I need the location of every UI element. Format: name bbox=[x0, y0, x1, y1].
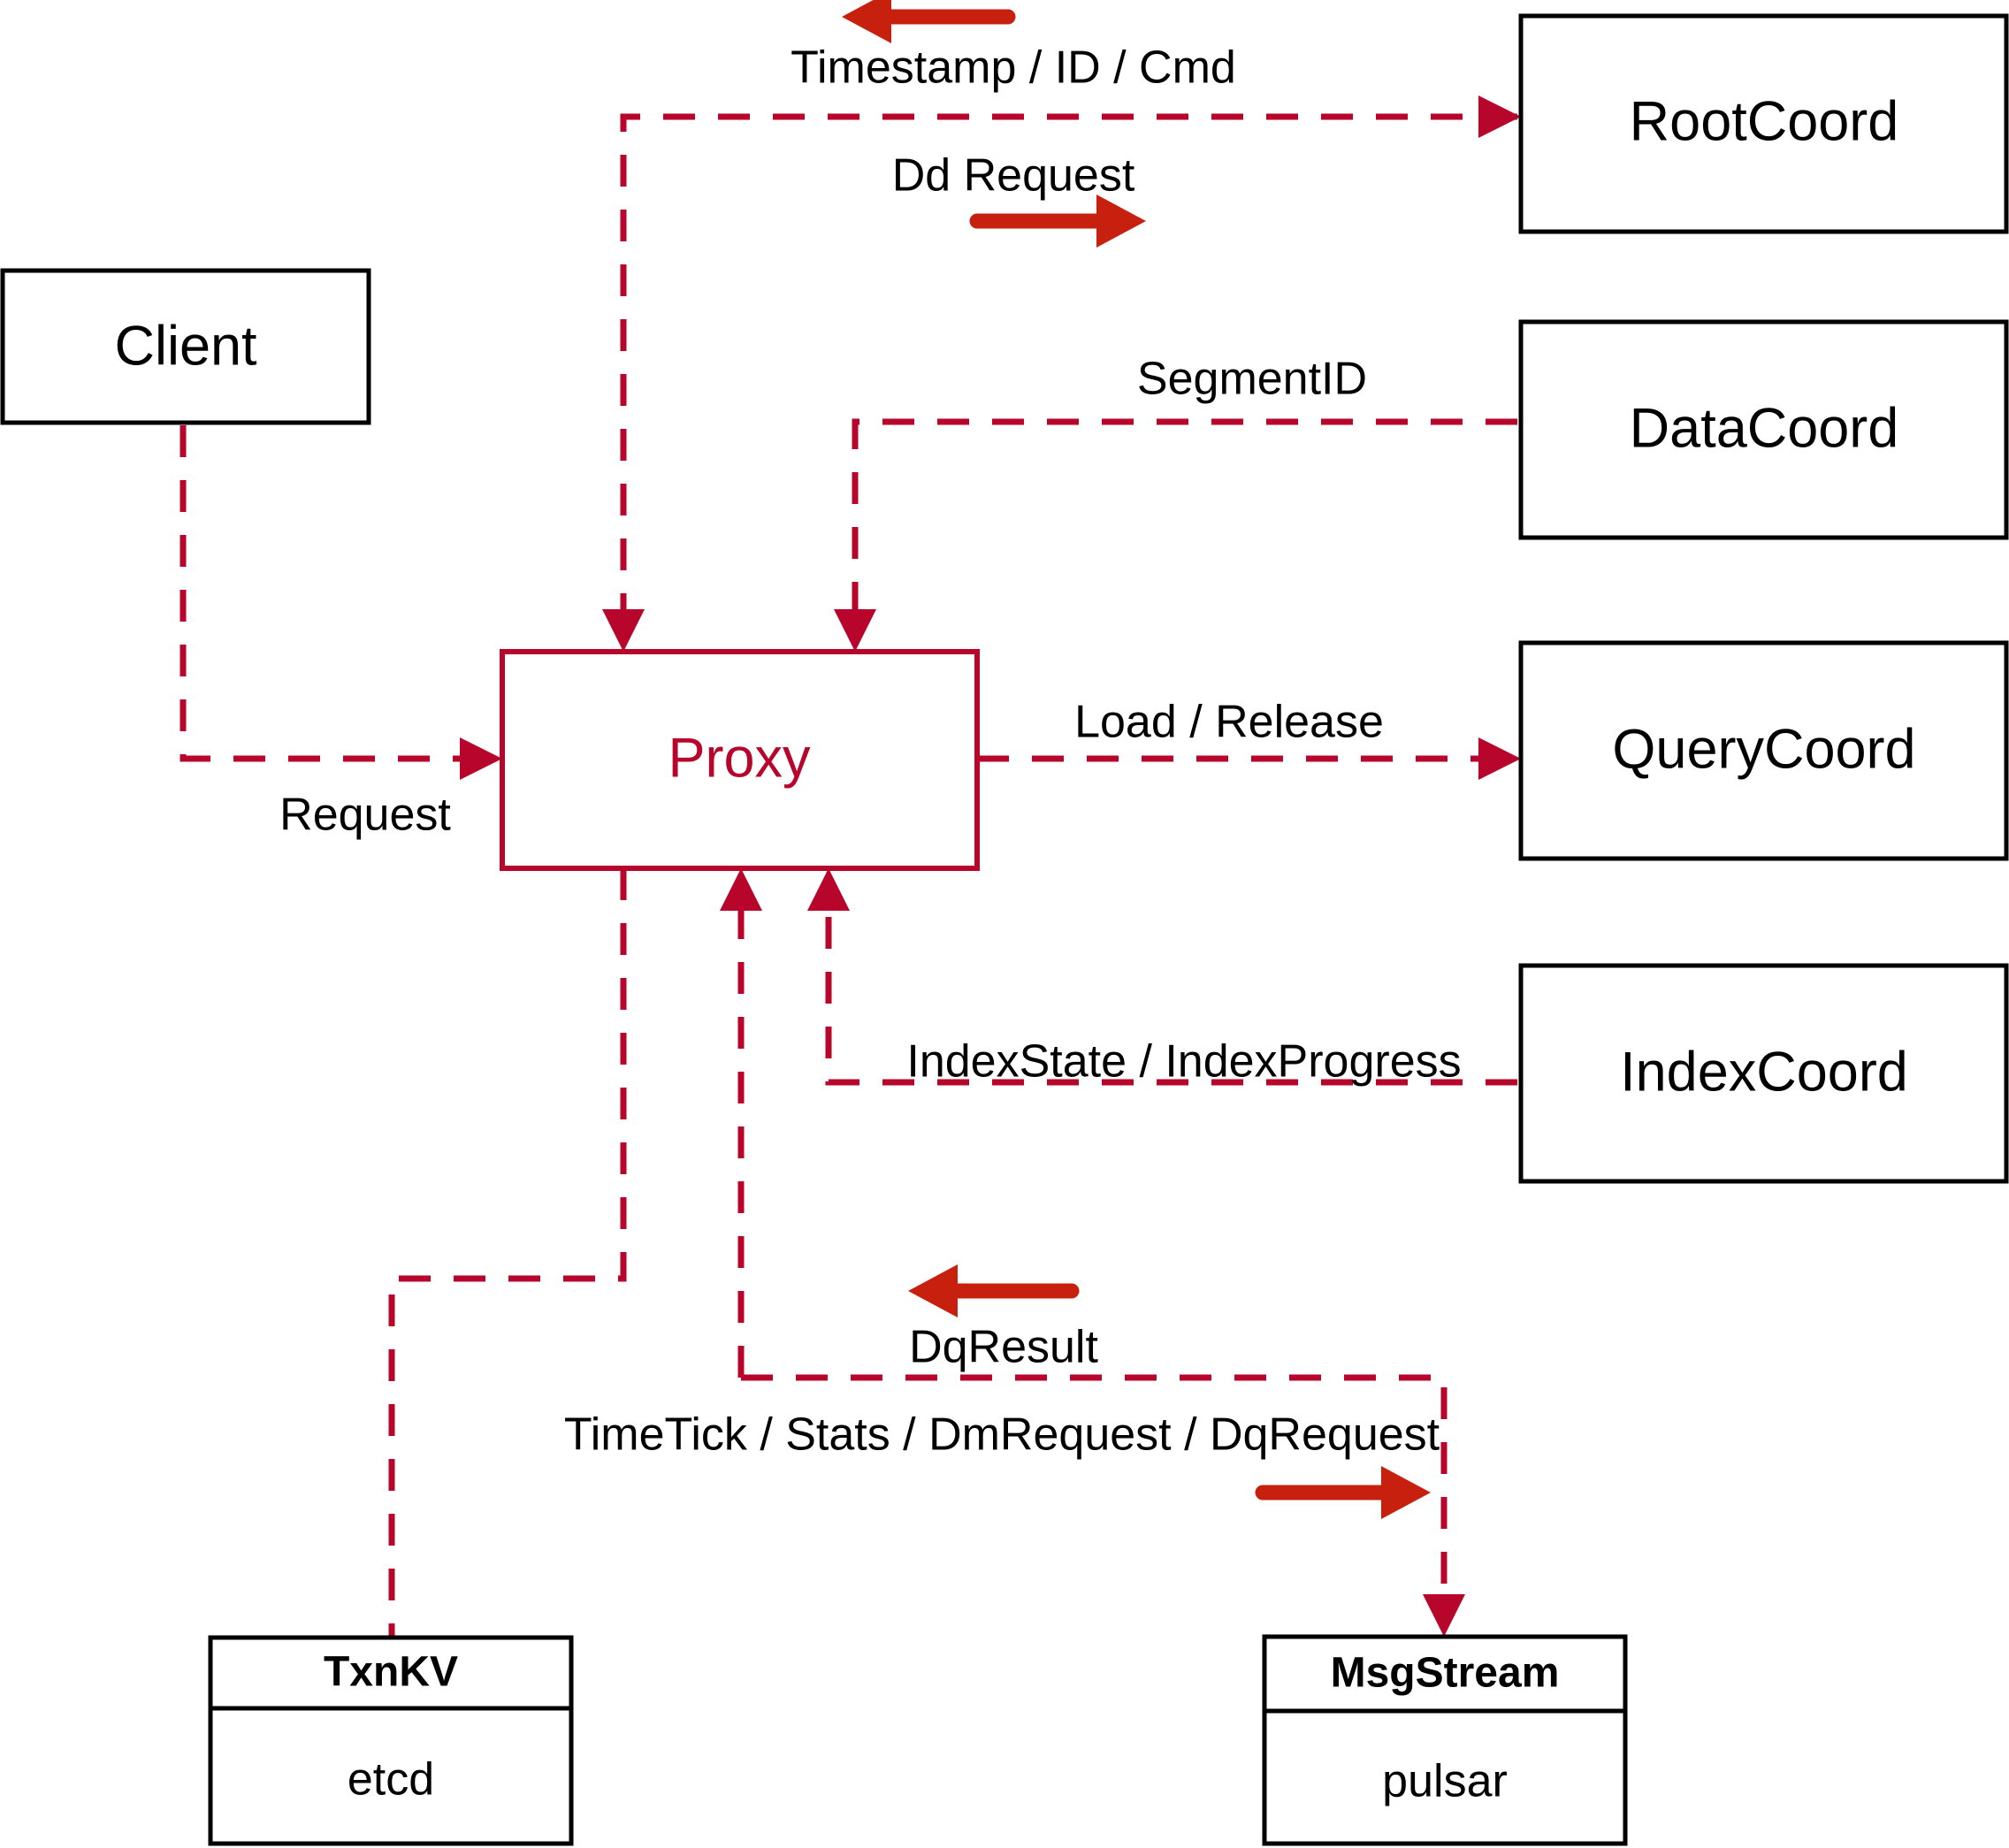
node-datacoord[interactable]: DataCoord bbox=[1518, 319, 2009, 540]
flow-arrow-timetick-right bbox=[1255, 1466, 1431, 1519]
node-datacoord-label: DataCoord bbox=[1630, 398, 1899, 460]
edge-label-timestamp-id-cmd: Timestamp / ID / Cmd bbox=[791, 42, 1236, 94]
node-txnkv-sublabel: etcd bbox=[348, 1754, 434, 1806]
arrowhead-up-icon bbox=[720, 868, 762, 911]
edge-label-segment-id: SegmentID bbox=[1137, 354, 1367, 405]
arrowhead-down-icon bbox=[1423, 1594, 1465, 1637]
node-msgstream-label: MsgStream bbox=[1331, 1650, 1560, 1697]
arrow-left-icon bbox=[842, 0, 891, 43]
node-proxy-label: Proxy bbox=[668, 728, 811, 790]
node-client-label: Client bbox=[114, 316, 257, 378]
node-indexcoord[interactable]: IndexCoord bbox=[1518, 963, 2009, 1184]
edge-load-release bbox=[977, 737, 1521, 780]
node-msgstream-sublabel: pulsar bbox=[1382, 1756, 1508, 1807]
flow-arrow-dqresult-left bbox=[908, 1264, 1080, 1317]
edge-timetick-stats bbox=[741, 1374, 1465, 1637]
edge-request bbox=[180, 425, 502, 780]
arrowhead-up-icon bbox=[807, 868, 850, 911]
edge-index-state bbox=[807, 868, 1517, 1086]
edge-label-timetick-stats: TimeTick / Stats / DmRequest / DqRequest bbox=[564, 1409, 1440, 1461]
edge-segment-id bbox=[834, 418, 1517, 652]
edge-label-request: Request bbox=[279, 790, 451, 841]
node-querycoord-label: QueryCoord bbox=[1612, 719, 1915, 781]
edge-label-dq-result: DqResult bbox=[909, 1322, 1098, 1373]
flow-arrow-timestamp-left bbox=[842, 0, 1016, 43]
edge-txnkv-link bbox=[388, 868, 627, 1638]
edge-label-load-release: Load / Release bbox=[1074, 697, 1384, 748]
arrow-right-icon bbox=[1381, 1466, 1431, 1519]
arrow-left-icon bbox=[908, 1264, 958, 1317]
arrowhead-right-icon bbox=[460, 737, 502, 780]
edge-dq-result bbox=[720, 868, 762, 1378]
arrow-right-icon bbox=[1096, 195, 1146, 248]
arrowhead-down-icon bbox=[602, 609, 645, 652]
edge-dd-request-head bbox=[1478, 95, 1521, 138]
arrowhead-down-icon bbox=[834, 609, 876, 652]
edge-timestamp-id-cmd bbox=[602, 113, 1517, 652]
node-txnkv-label: TxnKV bbox=[324, 1649, 458, 1696]
edge-label-dd-request: Dd Request bbox=[892, 150, 1135, 202]
node-proxy[interactable]: Proxy bbox=[500, 649, 980, 871]
node-client[interactable]: Client bbox=[0, 268, 371, 425]
node-txnkv[interactable]: TxnKV etcd bbox=[208, 1635, 574, 1846]
flow-arrow-dd-request-right bbox=[969, 195, 1146, 248]
arrowhead-right-icon bbox=[1478, 95, 1521, 138]
node-rootcoord-label: RootCoord bbox=[1630, 91, 1899, 153]
node-querycoord[interactable]: QueryCoord bbox=[1518, 640, 2009, 861]
node-msgstream[interactable]: MsgStream pulsar bbox=[1262, 1634, 1628, 1846]
node-rootcoord[interactable]: RootCoord bbox=[1518, 13, 2009, 234]
node-indexcoord-label: IndexCoord bbox=[1620, 1042, 1908, 1103]
arrowhead-right-icon bbox=[1478, 737, 1521, 780]
edge-label-index-state: IndexState / IndexProgress bbox=[906, 1036, 1461, 1088]
